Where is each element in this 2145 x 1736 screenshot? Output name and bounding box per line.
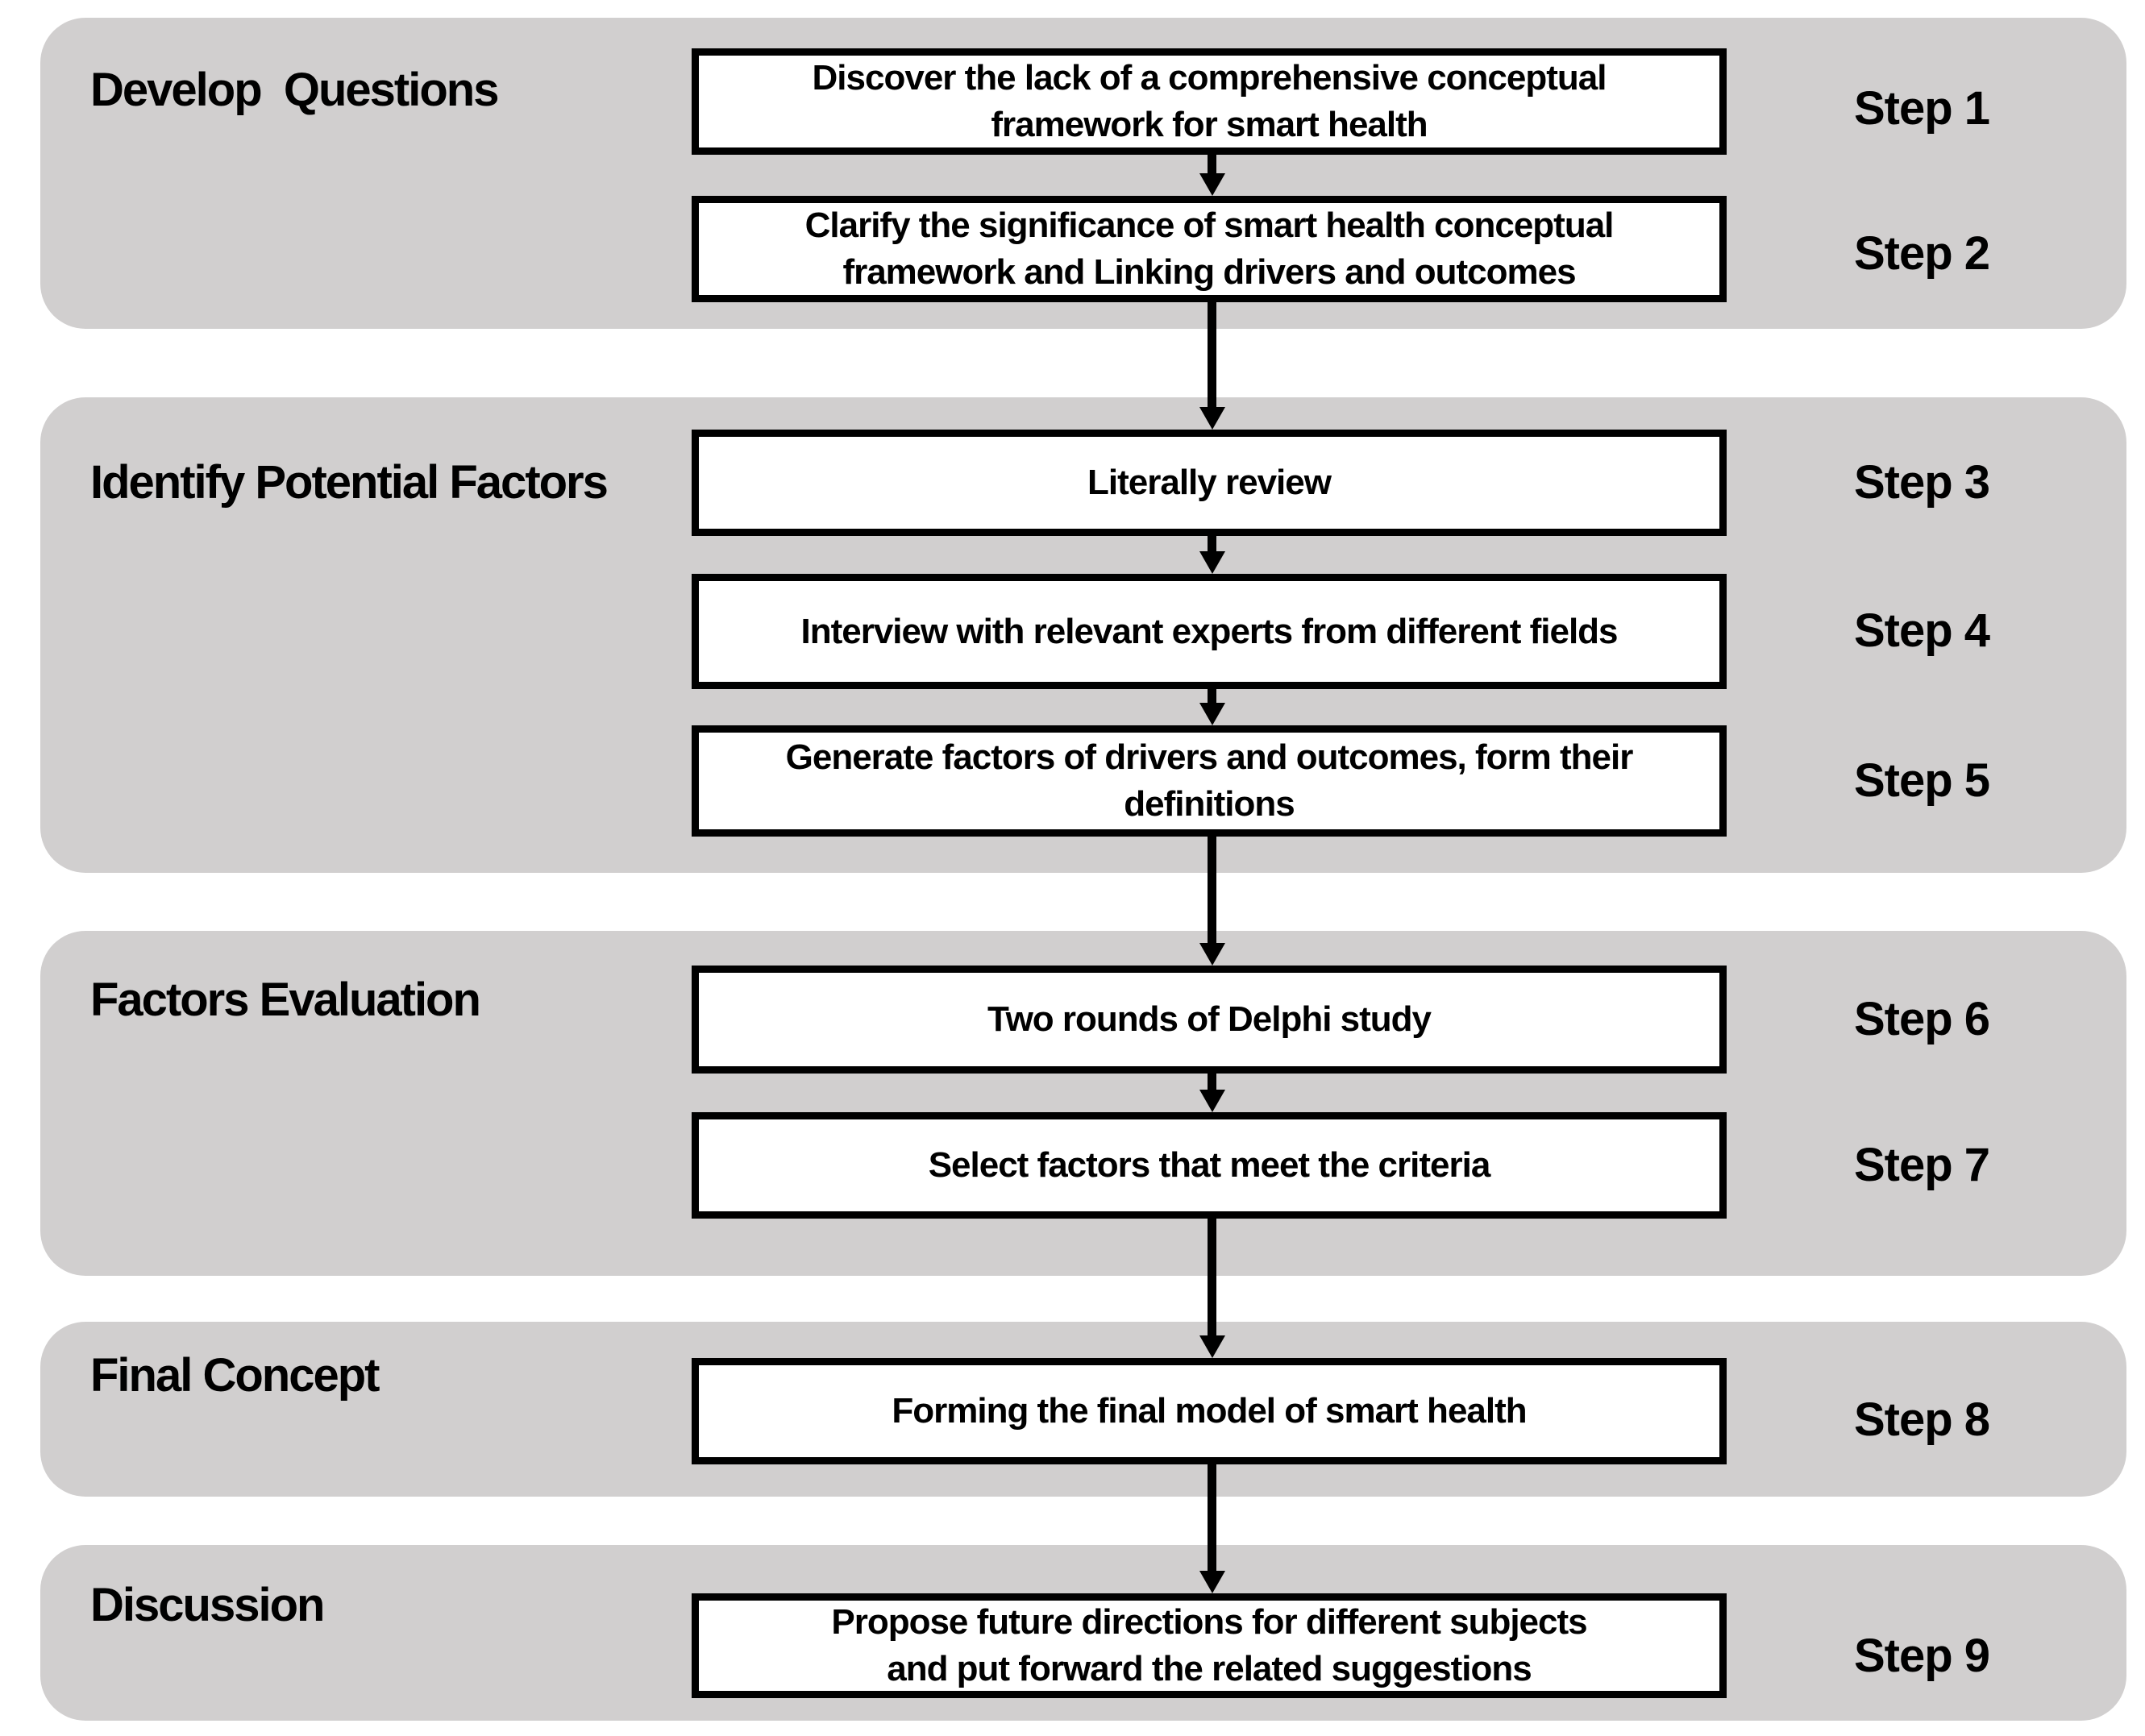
phase-label-final-concept: Final Concept bbox=[90, 1349, 380, 1402]
step-label-4: Step 4 bbox=[1854, 604, 1990, 657]
step-box-8: Forming the final model of smart health bbox=[692, 1358, 1727, 1464]
step-box-4-text: Interview with relevant experts from dif… bbox=[800, 611, 1618, 651]
step-box-3-text: Literally review bbox=[1087, 463, 1332, 502]
flow-arrow-6-7 bbox=[1199, 1074, 1225, 1112]
step-label-3: Step 3 bbox=[1854, 456, 1990, 509]
step-box-6-text: Two rounds of Delphi study bbox=[987, 999, 1432, 1039]
flow-arrow-3-4 bbox=[1199, 536, 1225, 574]
step-box-7: Select factors that meet the criteria bbox=[692, 1112, 1727, 1219]
step-box-5-text: Generate factors of drivers and outcomes… bbox=[785, 737, 1634, 824]
step-box-1-text: Discover the lack of a comprehensive con… bbox=[812, 58, 1607, 144]
flow-arrow-7-8 bbox=[1199, 1219, 1225, 1358]
step-label-7: Step 7 bbox=[1854, 1139, 1990, 1191]
step-label-2: Step 2 bbox=[1854, 227, 1990, 280]
step-box-6: Two rounds of Delphi study bbox=[692, 966, 1727, 1074]
step-label-5: Step 5 bbox=[1854, 754, 1990, 807]
flow-arrow-8-9 bbox=[1199, 1464, 1225, 1593]
step-box-5: Generate factors of drivers and outcomes… bbox=[692, 725, 1727, 837]
phase-label-factors-evaluation: Factors Evaluation bbox=[90, 974, 481, 1026]
step-label-1: Step 1 bbox=[1854, 82, 1990, 135]
step-label-6: Step 6 bbox=[1854, 993, 1990, 1045]
step-box-2-text: Clarify the significance of smart health… bbox=[804, 206, 1615, 292]
step-box-9-text: Propose future directions for different … bbox=[831, 1602, 1587, 1688]
step-box-9: Propose future directions for different … bbox=[692, 1593, 1727, 1698]
phase-label-identify-potential-factors: Identify Potential Factors bbox=[90, 456, 609, 509]
step-box-7-text: Select factors that meet the criteria bbox=[928, 1145, 1491, 1185]
flow-arrow-2-3 bbox=[1199, 302, 1225, 430]
flow-arrow-1-2 bbox=[1199, 155, 1225, 196]
step-box-3: Literally review bbox=[692, 430, 1727, 536]
flow-arrow-5-6 bbox=[1199, 837, 1225, 966]
phase-final-concept: Final Concept bbox=[40, 1322, 2126, 1497]
step-box-1: Discover the lack of a comprehensive con… bbox=[692, 48, 1727, 155]
step-label-8: Step 8 bbox=[1854, 1393, 1990, 1446]
step-label-9: Step 9 bbox=[1854, 1630, 1990, 1682]
step-box-8-text: Forming the final model of smart health bbox=[892, 1391, 1527, 1431]
phase-label-develop-questions: Develop Questions bbox=[90, 64, 499, 116]
step-box-4: Interview with relevant experts from dif… bbox=[692, 574, 1727, 689]
phase-label-discussion: Discussion bbox=[90, 1579, 325, 1631]
flow-arrow-4-5 bbox=[1199, 689, 1225, 725]
step-box-2: Clarify the significance of smart health… bbox=[692, 196, 1727, 302]
